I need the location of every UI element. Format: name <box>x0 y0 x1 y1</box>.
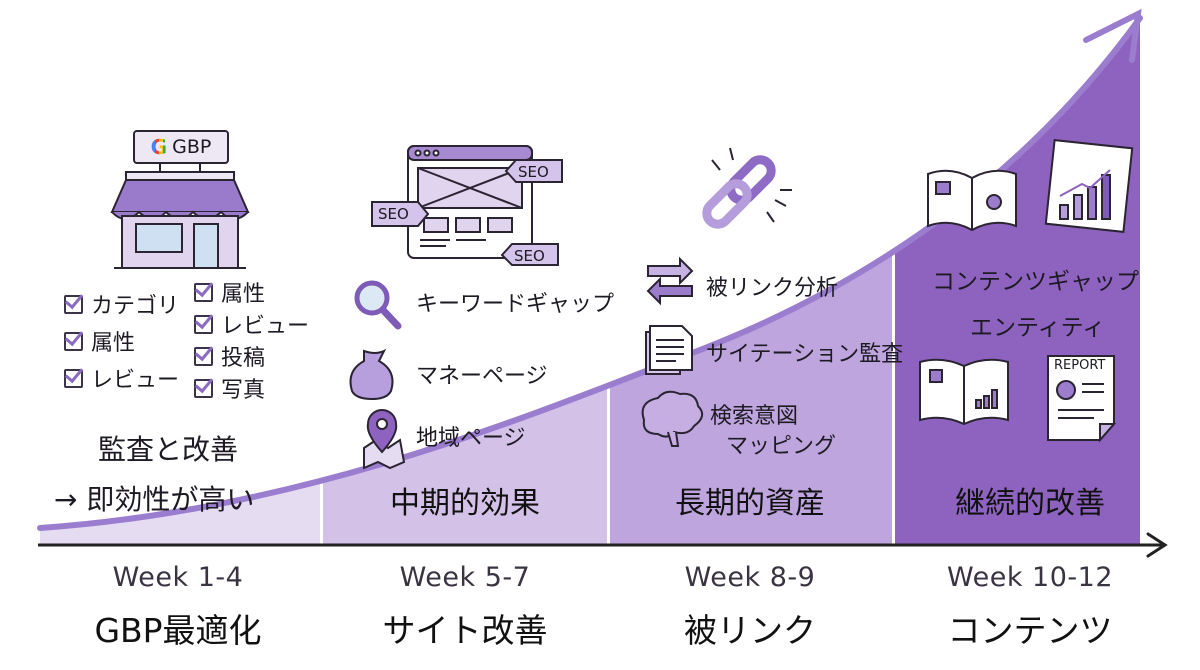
checklist-item: 投稿 <box>194 340 265 372</box>
phase-2-effect: 中期的効果 <box>390 486 540 521</box>
phase-4-title: コンテンツ <box>947 611 1113 650</box>
chain-link-icon <box>702 147 792 229</box>
checklist-item: カテゴリ <box>64 288 179 320</box>
seo-tag <box>371 159 563 266</box>
phase-4-item-content-gap: コンテンツギャップ <box>932 269 1139 295</box>
google-logo-icon: G <box>150 135 168 159</box>
phase-4-item-entity: エンティティ <box>970 315 1106 341</box>
checklist-item: 属性 <box>64 325 135 357</box>
phase-1-effect-line-1: 監査と改善 <box>98 433 239 466</box>
checkbox-checked-icon <box>64 332 83 351</box>
checkbox-checked-icon <box>64 369 83 388</box>
growth-curve-arrowhead <box>1083 8 1142 63</box>
checkbox-checked-icon <box>194 347 213 366</box>
document-icon <box>645 325 693 375</box>
phase-3-item-search-intent: 検索意図 <box>710 404 799 429</box>
checkbox-checked-icon <box>194 315 213 334</box>
money-bag-icon <box>349 348 394 401</box>
growth-chart-document-icon <box>1044 139 1134 233</box>
magnifier-icon <box>354 280 402 330</box>
phase-3-effect: 長期的資産 <box>675 486 825 521</box>
phase-1-effect-line-2: → 即効性が高い <box>54 483 255 516</box>
phase-3-title: 被リンク <box>684 611 816 650</box>
seo-tag-label: SEO <box>514 247 545 265</box>
phase-2-item-keyword-gap: キーワードギャップ <box>416 292 615 317</box>
open-book-chart-icon <box>919 358 1009 426</box>
phase-3-item-backlink-analysis: 被リンク分析 <box>706 276 839 301</box>
checklist-item: 写真 <box>194 372 265 404</box>
phase-3-item-mapping: マッピング <box>726 434 837 459</box>
checklist-item: 属性 <box>194 276 265 308</box>
map-pin-icon <box>363 409 406 470</box>
phase-4-week: Week 10-12 <box>946 562 1113 593</box>
phase-1-week: Week 1-4 <box>112 562 244 593</box>
checklist-item: レビュー <box>194 308 309 340</box>
brain-icon <box>641 390 704 447</box>
gbp-sign-label: GBP <box>172 136 212 158</box>
book-icon <box>927 169 1017 232</box>
checkbox-checked-icon <box>194 379 213 398</box>
phase-4-effect: 継続的改善 <box>955 486 1105 521</box>
report-label: REPORT <box>1054 358 1106 373</box>
gbp-sign: G GBP <box>133 130 229 164</box>
storefront-icon <box>110 160 250 269</box>
timeline-axis-arrowhead <box>1146 532 1168 558</box>
phase-3-week: Week 8-9 <box>684 562 816 593</box>
phase-2-title: サイト改善 <box>382 611 548 650</box>
phase-1-title: GBP最適化 <box>94 611 262 650</box>
checkbox-checked-icon <box>194 283 213 302</box>
exchange-arrows-icon <box>646 256 694 306</box>
checklist-item: レビュー <box>64 362 179 394</box>
checkbox-checked-icon <box>64 295 83 314</box>
phase-2-week: Week 5-7 <box>399 562 531 593</box>
report-document-icon <box>1047 355 1117 443</box>
phase-2-item-money-page: マネーページ <box>416 364 548 389</box>
seo-tag-label: SEO <box>378 205 409 223</box>
phase-2-item-local-page: 地域ページ <box>416 426 526 451</box>
seo-tag-label: SEO <box>518 163 549 181</box>
phase-3-item-citation-audit: サイテーション監査 <box>706 342 904 367</box>
